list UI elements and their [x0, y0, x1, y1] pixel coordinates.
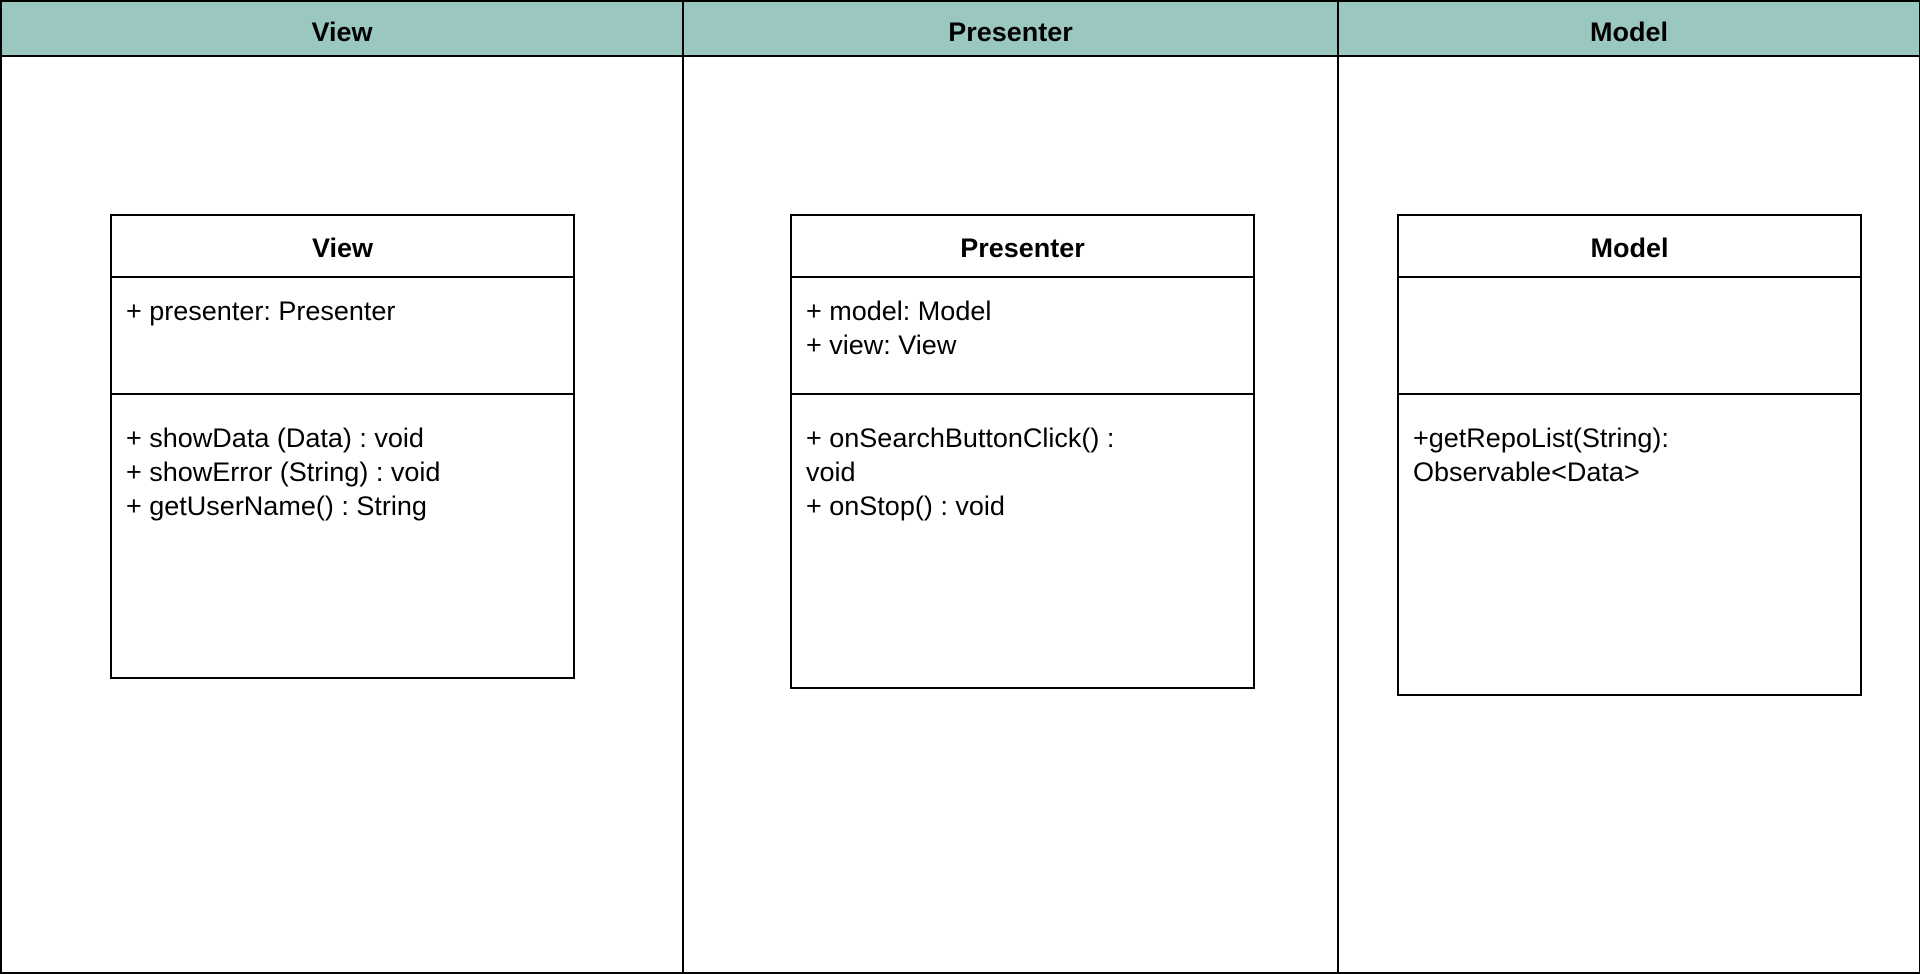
class-model-title: Model	[1399, 216, 1860, 278]
method: void	[806, 457, 856, 487]
lane-header-view: View	[2, 2, 682, 57]
lane-divider-presenter-model	[1337, 2, 1339, 972]
method: + getUserName() : String	[126, 491, 427, 521]
method: + showData (Data) : void	[126, 423, 424, 453]
class-model-methods: +getRepoList(String): Observable<Data>	[1399, 395, 1860, 489]
class-presenter-title: Presenter	[792, 216, 1253, 278]
method: +getRepoList(String):	[1413, 423, 1669, 453]
method: + showError (String) : void	[126, 457, 441, 487]
method: + onSearchButtonClick() :	[806, 423, 1115, 453]
class-view-title: View	[112, 216, 573, 278]
lane-header-presenter: Presenter	[684, 2, 1337, 57]
class-model-attributes	[1399, 278, 1860, 395]
lane-header-model: Model	[1339, 2, 1919, 57]
class-view-methods: + showData (Data) : void + showError (St…	[112, 395, 573, 523]
class-view-attributes: + presenter: Presenter	[112, 278, 573, 395]
method: Observable<Data>	[1413, 457, 1640, 487]
attribute: + presenter: Presenter	[126, 296, 396, 326]
class-view[interactable]: View + presenter: Presenter + showData (…	[110, 214, 575, 679]
attribute: + model: Model	[806, 296, 992, 326]
attribute: + view: View	[806, 330, 957, 360]
class-presenter-methods: + onSearchButtonClick() : void + onStop(…	[792, 395, 1253, 523]
class-model[interactable]: Model +getRepoList(String): Observable<D…	[1397, 214, 1862, 696]
method: + onStop() : void	[806, 491, 1005, 521]
class-presenter[interactable]: Presenter + model: Model + view: View + …	[790, 214, 1255, 689]
class-presenter-attributes: + model: Model + view: View	[792, 278, 1253, 395]
lane-divider-view-presenter	[682, 2, 684, 972]
